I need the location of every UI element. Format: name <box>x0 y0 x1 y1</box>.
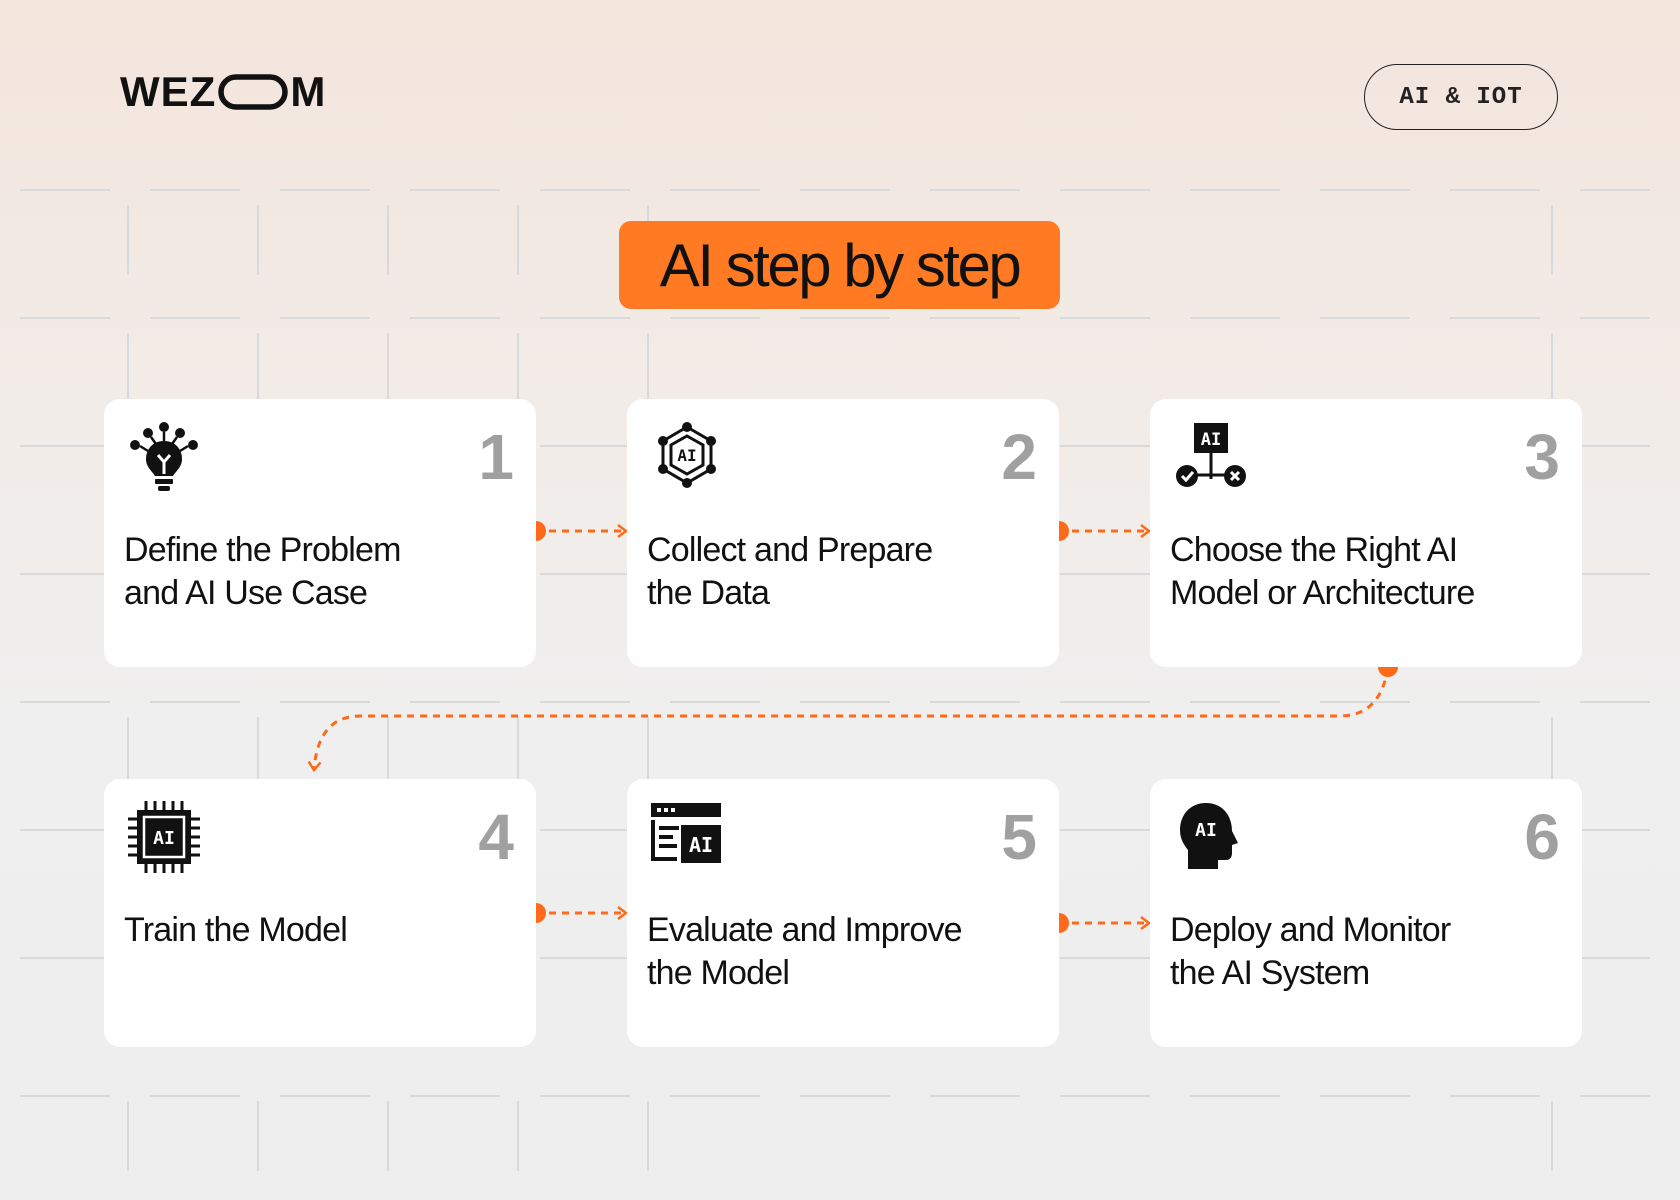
step-card-3[interactable]: AI 3 Choose the Right AI Model or Archit… <box>1150 399 1582 667</box>
page-title-text: AI step by step <box>659 231 1022 299</box>
step-label: Train the Model <box>124 909 514 952</box>
step-card-5[interactable]: AI 5 Evaluate and Improve the Model <box>627 779 1059 1047</box>
step-number: 4 <box>478 801 514 873</box>
logo-text-right: M <box>290 68 327 115</box>
svg-text:AI: AI <box>153 828 175 849</box>
step-number: 6 <box>1524 801 1560 873</box>
step-label-line: Define the Problem <box>124 531 401 569</box>
step-label: Evaluate and Improve the Model <box>647 909 1037 995</box>
step-number: 3 <box>1524 421 1560 493</box>
step-card-1[interactable]: 1 Define the Problem and AI Use Case <box>104 399 536 667</box>
step-number: 2 <box>1001 421 1037 493</box>
wezom-logo[interactable]: WEZ M <box>120 68 326 116</box>
connector-3-4 <box>307 667 1390 773</box>
step-label-line: Evaluate and Improve <box>647 911 963 949</box>
step-label-line: the Data <box>647 574 770 612</box>
ai-decision-board-icon: AI <box>1176 423 1246 487</box>
category-tag-label: AI & IOT <box>1399 83 1523 111</box>
ai-head-icon: AI <box>1180 803 1238 869</box>
step-number: 5 <box>1001 801 1037 873</box>
step-card-4[interactable]: AI 4 Train the Model <box>104 779 536 1047</box>
step-label-line: the AI System <box>1170 954 1370 992</box>
page-title: AI step by step <box>619 221 1060 309</box>
step-label-line: the Model <box>647 954 790 992</box>
step-card-6[interactable]: AI 6 Deploy and Monitor the AI System <box>1150 779 1582 1047</box>
step-label-line: Collect and Prepare <box>647 531 933 569</box>
step-label-line: and AI Use Case <box>124 574 368 612</box>
step-label-line: Deploy and Monitor <box>1170 911 1451 949</box>
category-tag[interactable]: AI & IOT <box>1364 64 1558 130</box>
step-label-line: Model or Architecture <box>1170 574 1475 612</box>
step-label: Deploy and Monitor the AI System <box>1170 909 1560 995</box>
lightbulb-network-icon <box>130 422 198 491</box>
ai-window-icon: AI <box>651 803 721 863</box>
logo-oo-mark <box>218 74 289 110</box>
svg-text:AI: AI <box>1201 430 1221 450</box>
ai-chip-icon: AI <box>128 801 200 873</box>
svg-text:AI: AI <box>689 833 713 857</box>
step-label-line: Choose the Right AI <box>1170 531 1458 569</box>
logo-text-left: WEZ <box>120 68 217 115</box>
step-card-2[interactable]: AI 2 Collect and Prepare the Data <box>627 399 1059 667</box>
step-label-line: Train the Model <box>124 911 348 949</box>
svg-text:AI: AI <box>677 446 696 465</box>
step-label: Collect and Prepare the Data <box>647 529 1037 615</box>
svg-text:AI: AI <box>1195 820 1217 841</box>
step-label: Choose the Right AI Model or Architectur… <box>1170 529 1560 615</box>
ai-hexagon-nodes-icon: AI <box>658 422 716 488</box>
step-number: 1 <box>478 421 514 493</box>
step-label: Define the Problem and AI Use Case <box>124 529 514 615</box>
